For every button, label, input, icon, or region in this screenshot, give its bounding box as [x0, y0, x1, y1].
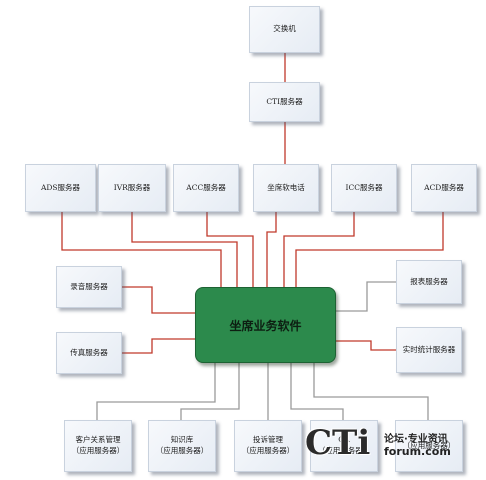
link-acc-center [206, 212, 254, 288]
complaint-label: 投诉管理 [253, 435, 283, 445]
link-icc-center [283, 212, 355, 288]
report-server-node: 报表服务器 [396, 260, 462, 304]
switch-node: 交换机 [249, 6, 320, 53]
knowledge-base-sublabel: （应用服务器） [155, 446, 209, 455]
agent-software-node: 坐席业务软件 [195, 287, 336, 363]
acc-server-label: ACC服务器 [186, 182, 226, 192]
realtime-stats-node: 实时统计服务器 [396, 327, 462, 373]
cti-forum-watermark: CTi 论坛·专业资讯 forum.com [305, 421, 481, 471]
link-ads-center [61, 212, 222, 288]
link-ivr-center [131, 212, 238, 288]
icc-server-label: ICC服务器 [345, 182, 383, 192]
cti-server-label: CTI服务器 [266, 96, 303, 106]
cti-server-node: CTI服务器 [249, 82, 320, 122]
icc-server-node: ICC服务器 [331, 164, 397, 212]
link-record-center [122, 286, 195, 314]
acc-server-node: ACC服务器 [173, 164, 239, 212]
fax-server-label: 传真服务器 [70, 347, 108, 357]
ivr-server-node: IVR服务器 [98, 164, 166, 212]
ads-server-node: ADS服务器 [25, 164, 96, 212]
link-report-center [336, 281, 396, 312]
ads-server-label: ADS服务器 [40, 182, 81, 192]
link-kb-center [180, 363, 240, 420]
link-app5-center [313, 363, 429, 420]
knowledge-base-node: 知识库 （应用服务器） [148, 420, 216, 472]
acd-server-label: ACD服务器 [424, 182, 464, 192]
app-server-4-sublabel: （应用服务器） [317, 446, 371, 455]
report-server-label: 报表服务器 [410, 276, 448, 286]
watermark-brand: CTi [305, 423, 371, 463]
watermark-text-cn: 论坛·专业资讯 [384, 434, 448, 445]
app-server-5-node: （应用服务器） [395, 420, 463, 472]
crm-sublabel: （应用服务器） [71, 446, 125, 455]
ivr-server-label: IVR服务器 [113, 182, 151, 192]
crm-node: 客户关系管理 （应用服务器） [64, 420, 132, 472]
link-fax-center [122, 338, 195, 354]
crm-label: 客户关系管理 [75, 435, 121, 445]
complaint-sublabel: （应用服务器） [241, 446, 295, 455]
knowledge-base-label: 知识库 [170, 435, 194, 445]
app-server-4-node: OA （应用服务器） [310, 420, 378, 472]
link-realtime-center [336, 340, 396, 351]
fax-server-node: 传真服务器 [56, 332, 122, 374]
app-server-5-sublabel: （应用服务器） [402, 440, 456, 450]
realtime-stats-label: 实时统计服务器 [402, 344, 456, 354]
record-server-node: 录音服务器 [56, 266, 122, 308]
link-app4-center [290, 363, 344, 420]
watermark-text-en: forum.com [384, 445, 451, 458]
complaint-node: 投诉管理 （应用服务器） [234, 420, 302, 472]
link-crm-center [96, 363, 216, 420]
app-server-4-label: OA [338, 435, 350, 445]
record-server-label: 录音服务器 [70, 281, 108, 291]
softphone-label: 坐席软电话 [267, 182, 305, 192]
softphone-node: 坐席软电话 [253, 164, 319, 212]
link-phone-center [266, 212, 277, 288]
agent-software-label: 坐席业务软件 [229, 318, 302, 333]
acd-server-node: ACD服务器 [411, 164, 477, 212]
link-acd-center [295, 212, 444, 288]
switch-label: 交换机 [273, 24, 296, 34]
